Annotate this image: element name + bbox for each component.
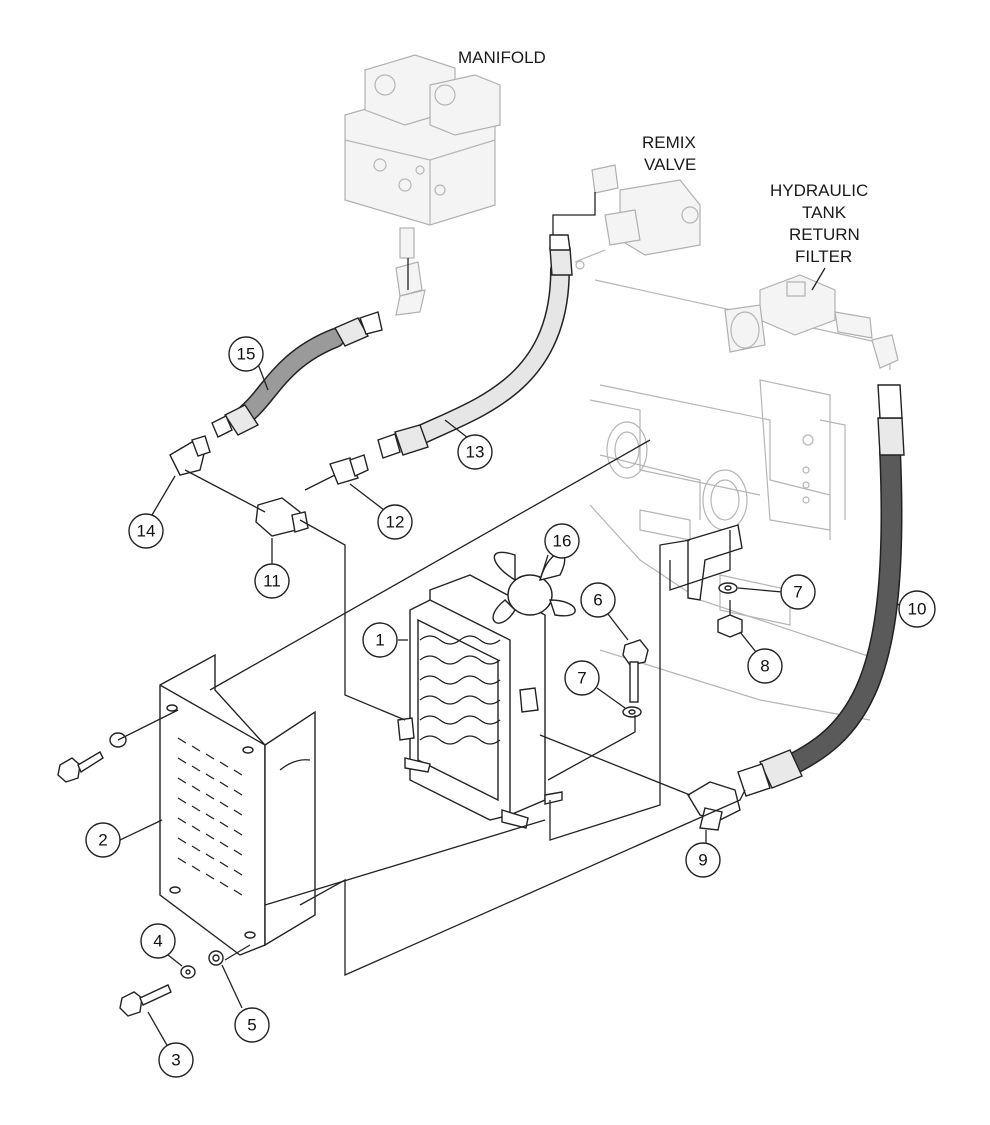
svg-text:11: 11 xyxy=(263,572,281,591)
svg-text:10: 10 xyxy=(908,600,927,619)
callout-1: 1 xyxy=(362,622,408,658)
manifold-assembly xyxy=(344,54,501,316)
svg-text:3: 3 xyxy=(171,1051,180,1070)
svg-text:16: 16 xyxy=(553,532,572,551)
washer-7-lower xyxy=(622,706,642,718)
svg-text:6: 6 xyxy=(593,591,602,610)
remix-valve xyxy=(574,164,701,270)
callout-5: 5 xyxy=(221,964,270,1043)
callout-11: 11 xyxy=(254,538,290,599)
bolt-6 xyxy=(622,639,649,703)
hose-13 xyxy=(377,234,573,459)
washer-7-upper xyxy=(718,582,738,594)
callout-6: 6 xyxy=(580,582,629,641)
oil-cooler-1 xyxy=(397,574,563,829)
svg-text:8: 8 xyxy=(760,657,769,676)
remix-valve-label-2: VALVE xyxy=(644,155,696,174)
cover-vent-slots xyxy=(177,737,243,896)
svg-text:7: 7 xyxy=(793,583,802,602)
callout-9: 9 xyxy=(685,830,721,878)
hose-15 xyxy=(211,311,383,438)
callout-3: 3 xyxy=(147,1011,194,1078)
remix-valve-label-1: REMIX xyxy=(642,133,696,152)
tank-return-filter xyxy=(724,274,899,369)
cover-guard-2 xyxy=(159,653,316,956)
callout-7-upper: 7 xyxy=(737,574,816,610)
nut-8 xyxy=(717,614,743,638)
washer-4 xyxy=(180,965,196,979)
tank-filter-label-3: RETURN xyxy=(789,225,860,244)
svg-text:7: 7 xyxy=(577,669,586,688)
tank-filter-label-2: TANK xyxy=(802,203,847,222)
adapter-fitting-12 xyxy=(329,454,369,485)
svg-text:13: 13 xyxy=(466,443,485,462)
callout-10: 10 xyxy=(897,590,936,628)
callout-8: 8 xyxy=(739,631,783,684)
tank-filter-label-4: FILTER xyxy=(795,247,852,266)
svg-text:5: 5 xyxy=(247,1016,256,1035)
svg-text:2: 2 xyxy=(98,831,107,850)
svg-text:12: 12 xyxy=(386,513,405,532)
svg-text:9: 9 xyxy=(698,851,707,870)
washer-5 xyxy=(208,950,224,966)
callout-16: 16 xyxy=(539,523,580,581)
tee-fitting-11 xyxy=(255,497,309,537)
assembly-lines xyxy=(117,192,746,976)
callout-14: 14 xyxy=(128,475,176,549)
callout-4: 4 xyxy=(140,923,183,967)
fan-16 xyxy=(492,551,576,624)
elbow-fitting-9 xyxy=(687,781,741,831)
callout-2: 2 xyxy=(85,819,163,858)
svg-text:1: 1 xyxy=(375,631,384,650)
callout-12: 12 xyxy=(349,483,413,540)
svg-text:14: 14 xyxy=(137,522,156,541)
bolt-3 xyxy=(119,984,172,1017)
callout-13: 13 xyxy=(444,419,493,470)
bolt-3-top xyxy=(57,732,127,783)
callout-7-lower: 7 xyxy=(564,660,626,709)
elbow-fitting-14 xyxy=(169,435,211,476)
manifold-label: MANIFOLD xyxy=(458,48,546,67)
svg-text:4: 4 xyxy=(153,932,162,951)
svg-text:15: 15 xyxy=(237,345,256,364)
callout-15: 15 xyxy=(228,336,269,391)
hose-10 xyxy=(737,384,905,797)
bracket xyxy=(687,524,743,601)
tank-filter-label-1: HYDRAULIC xyxy=(770,181,868,200)
